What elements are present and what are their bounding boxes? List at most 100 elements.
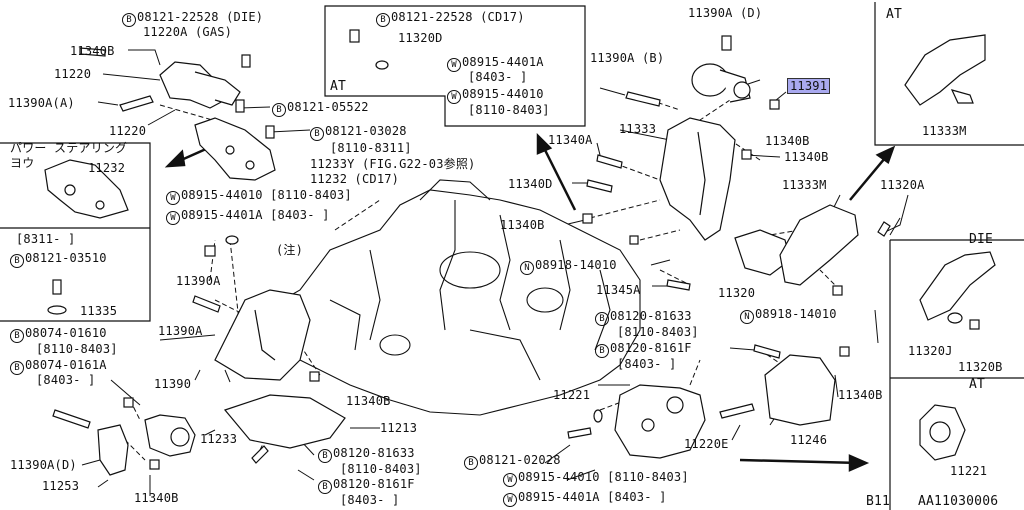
nut-icon	[582, 213, 593, 224]
part-label: 11220	[109, 124, 147, 138]
mount-11391-icon	[691, 63, 729, 97]
date-range: [8403- ]	[617, 357, 677, 371]
washer-icon	[593, 409, 603, 423]
bolt-marker: B	[122, 13, 136, 27]
date-range: [8403- ]	[340, 493, 400, 507]
power-steering-bracket-icon	[44, 159, 129, 219]
part-number: 08074-01610	[25, 326, 107, 340]
power-steering-title: パワー ステアリング	[10, 141, 128, 155]
part-label: 11333M	[922, 124, 967, 138]
bracket-die-icon	[919, 251, 996, 321]
bolt-marker: B	[272, 103, 286, 117]
date-range: [8403- ]	[468, 70, 528, 84]
diagram-code: AA11030006	[918, 494, 999, 509]
part-number: 08915-44010 [8110-8403]	[518, 470, 689, 484]
nut-icon	[149, 459, 160, 470]
part-number: 08121-02028	[479, 453, 561, 467]
bolt-marker: B	[310, 127, 324, 141]
washer-marker: W	[503, 473, 517, 487]
part-label: 11246	[790, 433, 828, 447]
highlighted-part-number: 11391	[787, 78, 831, 94]
part-label: 11233	[200, 432, 238, 446]
part-label: 11340B	[765, 134, 810, 148]
part-label: 11320B	[958, 360, 1003, 374]
date-range: [8110-8311]	[330, 141, 412, 155]
bolt-marker: B	[10, 361, 24, 375]
nut-icon	[769, 99, 780, 110]
bracket-11253-icon	[97, 424, 129, 476]
nut-icon	[969, 319, 980, 330]
washer-icon	[947, 312, 963, 324]
part-number: 08915-4401A [8403- ]	[518, 490, 667, 504]
nut-marker: N	[740, 310, 754, 324]
part-label: 11340B	[346, 394, 391, 408]
part-number: 08915-4401A	[462, 55, 544, 69]
part-label: 11253	[42, 479, 80, 493]
bolt-marker: B	[376, 13, 390, 27]
at-box-label: AT	[886, 7, 903, 22]
part-label: 11345A	[596, 283, 641, 297]
engine-block	[228, 179, 641, 416]
part-label: 11390A (D)	[688, 6, 763, 20]
washer-marker: W	[447, 58, 461, 72]
part-number: 08121-22528 (CD17)	[391, 10, 525, 24]
bolt-marker: B	[10, 254, 24, 268]
part-label: 11221	[553, 388, 591, 402]
bracket-11333m-at-icon	[904, 34, 986, 106]
part-label: 11340B	[838, 388, 883, 402]
part-label: 11390A	[176, 274, 221, 288]
bolt-marker: B	[464, 456, 478, 470]
bolt-icon	[721, 35, 732, 51]
part-label: 11320	[718, 286, 756, 300]
bracket-11333m-icon	[779, 204, 859, 286]
bolt-icon	[52, 279, 62, 295]
part-number: 08120-81633	[610, 309, 692, 323]
part-number: 08074-0161A	[25, 358, 107, 372]
part-number: 08121-03028	[325, 124, 407, 138]
nut-icon	[741, 149, 752, 160]
date-range: [8110-8403]	[617, 325, 699, 339]
part-label: 11390A (B)	[590, 51, 665, 65]
nut-marker: N	[520, 261, 534, 275]
part-label: 11333M	[782, 178, 827, 192]
bracket-11232-icon	[194, 117, 276, 181]
bolt-marker: B	[318, 449, 332, 463]
washer-marker: W	[503, 493, 517, 507]
part-label: 11320J	[908, 344, 953, 358]
part-label: 11221	[950, 464, 988, 478]
washer-marker: W	[166, 211, 180, 225]
part-number: 08918-14010	[755, 307, 837, 321]
part-label: 11320D	[398, 31, 443, 45]
nut-icon	[832, 285, 843, 296]
bolt-marker: B	[318, 480, 332, 494]
part-label-highlighted: 11391	[787, 78, 831, 94]
part-label: 11340D	[508, 177, 553, 191]
bracket-11246-icon	[764, 354, 836, 426]
power-steering-sub: ヨウ	[10, 156, 35, 170]
part-label: 11340B	[70, 44, 115, 58]
part-number: 08915-4401A [8403- ]	[181, 208, 330, 222]
nut-icon	[309, 371, 320, 382]
bolt-icon	[877, 221, 891, 237]
bolt-icon	[349, 29, 360, 43]
part-number: 08121-03510	[25, 251, 107, 265]
part-sketches	[44, 29, 996, 476]
power-steering-box	[0, 142, 151, 322]
nut-icon	[839, 346, 850, 357]
bolt-icon	[235, 99, 245, 113]
part-number: 08121-22528 (DIE)	[137, 10, 264, 24]
bolt-icon	[192, 295, 221, 313]
